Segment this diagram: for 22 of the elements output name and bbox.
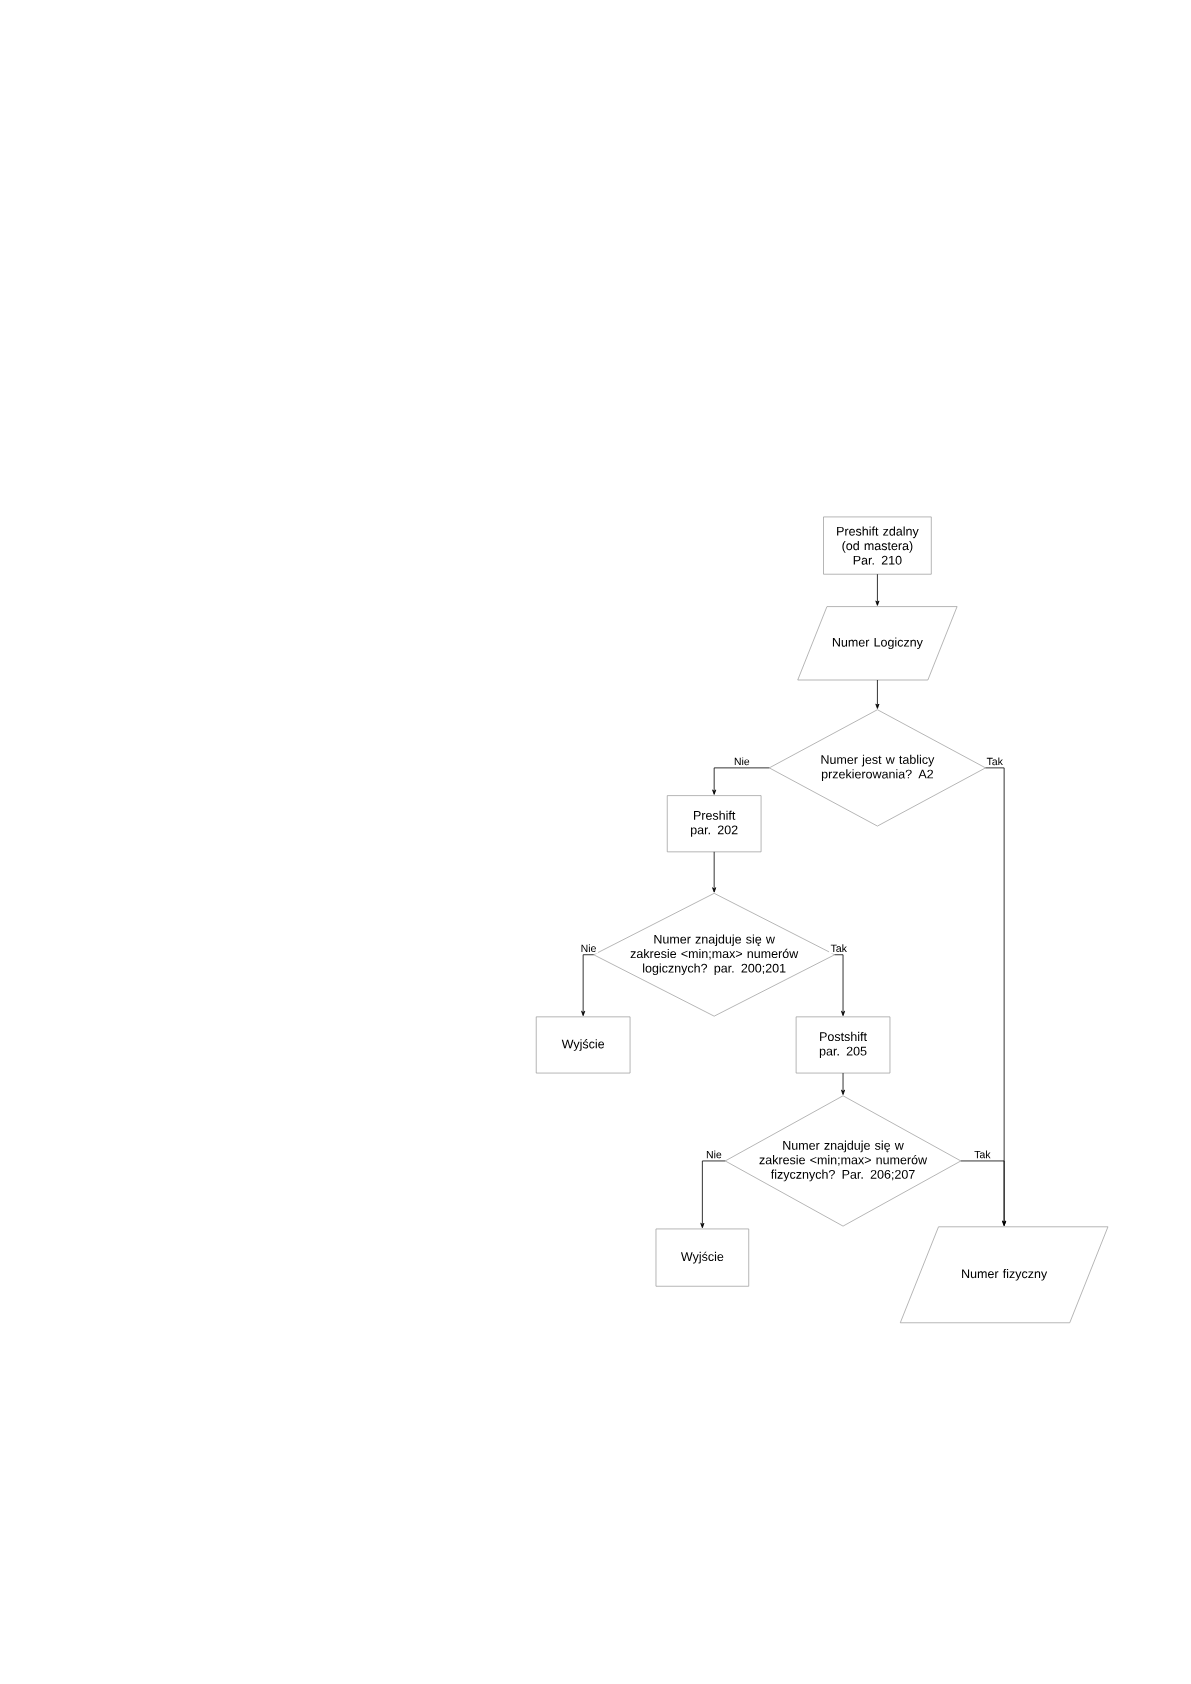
edge-label: Tak	[829, 942, 849, 954]
edge-label: Nie	[704, 1149, 724, 1160]
edge-label: Tak	[985, 755, 1005, 767]
process-box: Preshift par. 202	[666, 795, 762, 853]
process-box: Wyjście	[535, 1016, 631, 1074]
data-parallelogram: Numer fizyczny	[899, 1226, 1109, 1324]
arrow	[700, 1160, 726, 1229]
arrow	[875, 573, 880, 606]
arrow	[581, 954, 595, 1017]
arrow	[841, 1072, 846, 1095]
edge-label: Nie	[732, 755, 752, 767]
arrow	[834, 954, 846, 1017]
process-box: Postshift par. 205	[795, 1016, 891, 1074]
arrow	[875, 679, 880, 709]
arrow	[712, 851, 717, 893]
process-box: Wyjście	[655, 1228, 750, 1287]
arrow	[712, 767, 770, 795]
arrow	[960, 1160, 1007, 1226]
data-parallelogram: Numer Logiczny	[797, 606, 958, 681]
edge-label: Tak	[972, 1149, 993, 1160]
process-box: Preshift zdalny (od mastera) Par. 210	[823, 516, 932, 575]
edge-label: Nie	[579, 942, 598, 954]
